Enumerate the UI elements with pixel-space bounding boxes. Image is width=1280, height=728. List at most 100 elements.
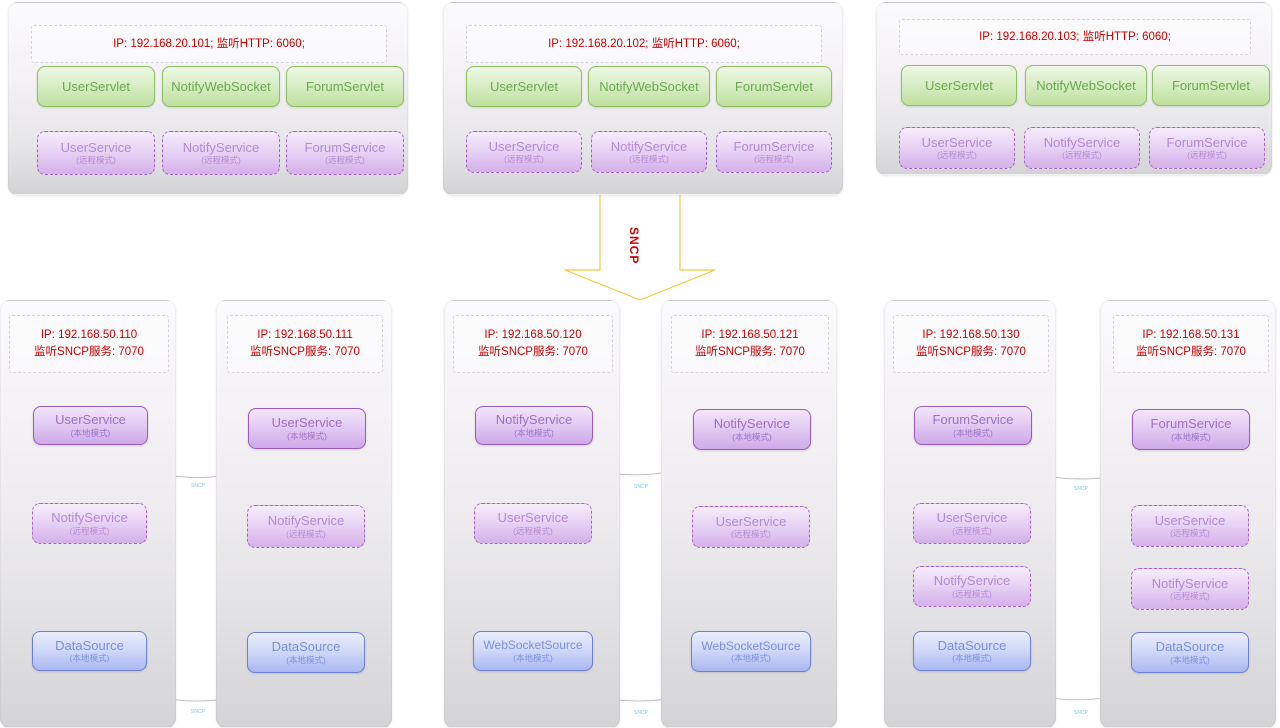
datasource-name: DataSource bbox=[55, 637, 124, 653]
service-box-remote[interactable]: NotifyService (远程模式) bbox=[913, 566, 1031, 607]
servlet-box[interactable]: UserServlet bbox=[466, 66, 582, 107]
datasource-name: DataSource bbox=[1155, 639, 1225, 655]
service-mode: (远程模式) bbox=[325, 155, 365, 166]
service-box-remote[interactable]: ForumService (远程模式) bbox=[286, 131, 404, 175]
service-mode: (本地模式) bbox=[732, 431, 772, 442]
service-name: ForumService bbox=[932, 412, 1014, 428]
service-name: UserService bbox=[60, 139, 132, 155]
service-mode: (本地模式) bbox=[287, 430, 327, 441]
service-name: NotifyService bbox=[933, 573, 1011, 589]
datasource-name: WebSocketSource bbox=[701, 638, 801, 653]
servlet-box[interactable]: ForumServlet bbox=[716, 66, 832, 107]
service-mode: (远程模式) bbox=[1170, 591, 1210, 602]
servlet-box[interactable]: NotifyWebSocket bbox=[1025, 65, 1147, 106]
service-name: UserService bbox=[1154, 512, 1226, 528]
service-box-local[interactable]: ForumService (本地模式) bbox=[1132, 409, 1250, 450]
service-name: ForumService bbox=[304, 139, 386, 155]
service-box-local[interactable]: NotifyService (本地模式) bbox=[693, 409, 811, 450]
service-name: ForumService bbox=[1166, 134, 1248, 150]
app-node-panel: IP: 192.168.20.101; 监听HTTP: 6060; UserSe… bbox=[8, 2, 408, 195]
sncp-protocol-arrow bbox=[564, 192, 716, 301]
service-box-remote[interactable]: UserService (远程模式) bbox=[37, 131, 155, 175]
service-mode: (远程模式) bbox=[731, 529, 771, 540]
arc-label-sncp: SNCP bbox=[190, 483, 206, 489]
arc-label-sncp: SNCP bbox=[1073, 710, 1089, 716]
service-mode: (远程模式) bbox=[1170, 528, 1210, 539]
service-mode: (远程模式) bbox=[952, 588, 992, 599]
service-box-remote[interactable]: UserService (远程模式) bbox=[899, 127, 1015, 169]
datasource-mode: (本地模式) bbox=[513, 652, 553, 663]
datasource-mode: (本地模式) bbox=[286, 654, 326, 665]
service-name: UserService bbox=[271, 415, 343, 431]
service-mode: (远程模式) bbox=[629, 154, 669, 165]
servlet-box[interactable]: ForumServlet bbox=[1152, 65, 1270, 106]
service-mode: (远程模式) bbox=[286, 528, 326, 539]
service-box-remote[interactable]: NotifyService (远程模式) bbox=[1024, 127, 1140, 169]
service-mode: (本地模式) bbox=[514, 427, 554, 438]
datasource-box[interactable]: DataSource (本地模式) bbox=[1131, 632, 1249, 673]
datasource-name: DataSource bbox=[271, 639, 341, 655]
service-mode: (远程模式) bbox=[754, 154, 794, 165]
service-mode: (远程模式) bbox=[76, 155, 116, 166]
arc-label-sncp: SNCP bbox=[190, 709, 206, 715]
datasource-box[interactable]: DataSource (本地模式) bbox=[247, 632, 365, 673]
service-box-remote[interactable]: NotifyService (远程模式) bbox=[162, 131, 280, 175]
arc-label-sncp: SNCP bbox=[633, 710, 649, 716]
ip-header: IP: 192.168.50.130 监听SNCP服务: 7070 bbox=[893, 315, 1049, 373]
service-mode: (远程模式) bbox=[1187, 150, 1227, 161]
service-name: UserService bbox=[936, 510, 1008, 526]
service-box-remote[interactable]: NotifyService (远程模式) bbox=[1131, 568, 1249, 610]
service-mode: (远程模式) bbox=[201, 155, 241, 166]
service-name: NotifyService bbox=[495, 412, 573, 428]
servlet-name: ForumServlet bbox=[1171, 77, 1251, 93]
service-name: UserService bbox=[497, 510, 569, 526]
service-box-remote[interactable]: NotifyService (远程模式) bbox=[591, 131, 707, 173]
ip-header: IP: 192.168.20.103; 监听HTTP: 6060; bbox=[899, 19, 1251, 55]
servlet-box[interactable]: UserServlet bbox=[37, 66, 155, 107]
arc-label-sncp: SNCP bbox=[1073, 486, 1089, 492]
service-box-remote[interactable]: UserService (远程模式) bbox=[692, 506, 810, 548]
service-box-remote[interactable]: UserService (远程模式) bbox=[1131, 505, 1249, 547]
service-mode: (远程模式) bbox=[937, 150, 977, 161]
service-node-panel: IP: 192.168.50.111 监听SNCP服务: 7070 UserSe… bbox=[216, 300, 392, 728]
service-box-remote[interactable]: UserService (远程模式) bbox=[913, 503, 1031, 544]
service-box-remote[interactable]: ForumService (远程模式) bbox=[1149, 127, 1265, 169]
ip-header: IP: 192.168.20.102; 监听HTTP: 6060; bbox=[466, 25, 822, 63]
service-name: NotifyService bbox=[182, 139, 260, 155]
ip-header: IP: 192.168.50.120 监听SNCP服务: 7070 bbox=[453, 315, 613, 373]
servlet-box[interactable]: ForumServlet bbox=[286, 66, 404, 107]
service-mode: (远程模式) bbox=[504, 154, 544, 165]
service-box-local[interactable]: UserService (本地模式) bbox=[248, 408, 366, 449]
service-name: NotifyService bbox=[267, 513, 345, 529]
datasource-box[interactable]: DataSource (本地模式) bbox=[32, 631, 147, 671]
servlet-name: ForumServlet bbox=[734, 78, 814, 94]
datasource-mode: (本地模式) bbox=[731, 653, 771, 664]
datasource-box[interactable]: WebSocketSource (本地模式) bbox=[691, 631, 811, 672]
service-name: UserService bbox=[715, 513, 787, 529]
datasource-box[interactable]: WebSocketSource (本地模式) bbox=[473, 631, 593, 671]
service-box-remote[interactable]: NotifyService (远程模式) bbox=[32, 503, 147, 544]
ip-header: IP: 192.168.50.110 监听SNCP服务: 7070 bbox=[9, 315, 169, 373]
service-box-local[interactable]: NotifyService (本地模式) bbox=[475, 406, 593, 445]
servlet-box[interactable]: UserServlet bbox=[901, 65, 1017, 106]
servlet-box[interactable]: NotifyWebSocket bbox=[588, 66, 710, 107]
service-box-local[interactable]: ForumService (本地模式) bbox=[914, 406, 1032, 445]
servlet-box[interactable]: NotifyWebSocket bbox=[162, 66, 280, 107]
service-box-local[interactable]: UserService (本地模式) bbox=[33, 406, 148, 445]
service-node-panel: IP: 192.168.50.121 监听SNCP服务: 7070 Notify… bbox=[661, 300, 837, 728]
servlet-name: UserServlet bbox=[925, 77, 993, 93]
datasource-box[interactable]: DataSource (本地模式) bbox=[913, 631, 1031, 671]
servlet-name: NotifyWebSocket bbox=[1036, 77, 1136, 93]
datasource-mode: (本地模式) bbox=[1170, 654, 1210, 665]
service-name: NotifyService bbox=[610, 138, 688, 154]
service-box-remote[interactable]: NotifyService (远程模式) bbox=[247, 505, 365, 548]
service-name: NotifyService bbox=[51, 510, 128, 526]
arc-label-sncp: SNCP bbox=[633, 484, 649, 490]
service-box-remote[interactable]: UserService (远程模式) bbox=[466, 131, 582, 173]
servlet-name: UserServlet bbox=[62, 78, 130, 94]
service-box-remote[interactable]: ForumService (远程模式) bbox=[716, 131, 832, 173]
service-box-remote[interactable]: UserService (远程模式) bbox=[474, 503, 592, 544]
service-name: ForumService bbox=[733, 138, 815, 154]
service-name: UserService bbox=[55, 412, 126, 428]
service-name: NotifyService bbox=[1043, 134, 1121, 150]
